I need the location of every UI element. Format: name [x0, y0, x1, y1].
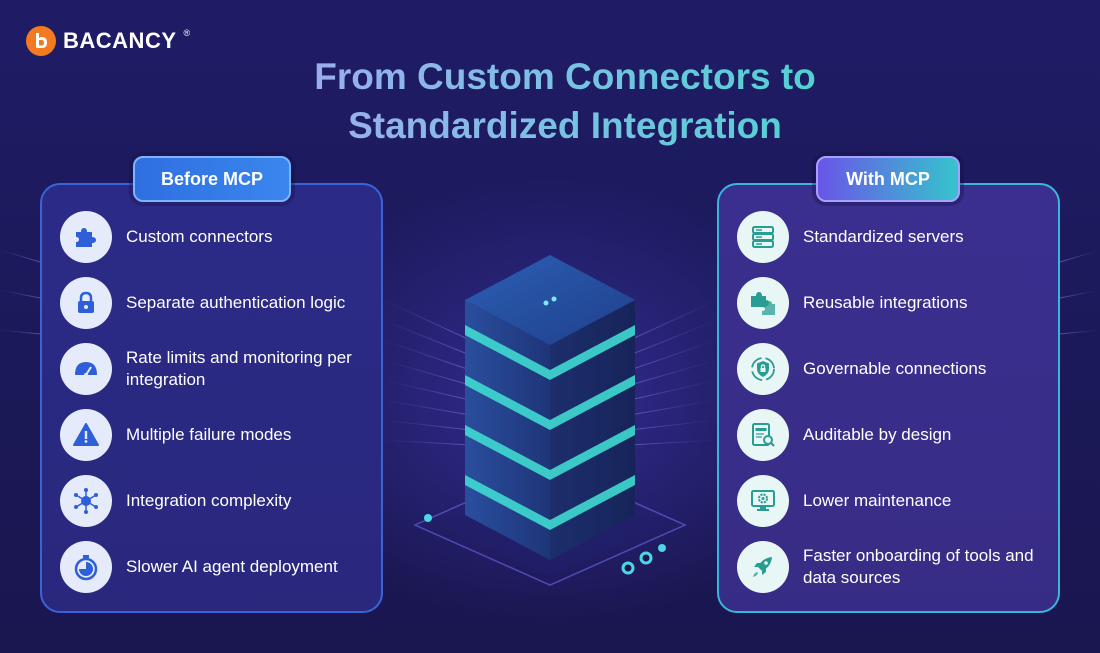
- monitor-gear-icon: [737, 475, 789, 527]
- with-mcp-badge: With MCP: [816, 156, 960, 202]
- before-mcp-panel: Custom connectors Separate authenticatio…: [40, 183, 383, 613]
- bacancy-logo: BACANCY ®: [26, 26, 190, 56]
- rocket-icon: [737, 541, 789, 593]
- page-title-line-1: From Custom Connectors to: [314, 56, 816, 97]
- server-stack-icon: [737, 211, 789, 263]
- before-item-5-label: Integration complexity: [126, 491, 292, 510]
- puzzle-icon: [60, 211, 112, 263]
- with-item-3: Governable connections: [737, 343, 1043, 395]
- before-item-4: Multiple failure modes: [60, 409, 366, 461]
- before-item-2-label: Separate authentication logic: [126, 293, 346, 312]
- gauge-icon: [60, 343, 112, 395]
- with-item-6: Faster onboarding of tools and data sour…: [737, 541, 1043, 593]
- before-item-4-label: Multiple failure modes: [126, 425, 292, 444]
- brand-registered-mark: ®: [183, 28, 191, 38]
- before-mcp-badge: Before MCP: [133, 156, 291, 202]
- shield-lock-icon: [737, 343, 789, 395]
- warning-icon: [60, 409, 112, 461]
- server-tower-illustration: [413, 255, 687, 586]
- stopwatch-icon: [60, 541, 112, 593]
- page-title: From Custom Connectors to Standardized I…: [200, 52, 930, 150]
- before-item-3: Rate limits and monitoring per integrati…: [60, 343, 366, 395]
- before-item-5: Integration complexity: [60, 475, 366, 527]
- before-item-3-label: Rate limits and monitoring per integrati…: [126, 348, 352, 389]
- audit-document-icon: [737, 409, 789, 461]
- with-item-5: Lower maintenance: [737, 475, 1043, 527]
- before-item-6-label: Slower AI agent deployment: [126, 557, 338, 576]
- before-item-1: Custom connectors: [60, 211, 366, 263]
- with-item-1-label: Standardized servers: [803, 227, 964, 246]
- lock-icon: [60, 277, 112, 329]
- with-item-5-label: Lower maintenance: [803, 491, 952, 510]
- with-item-2-label: Reusable integrations: [803, 293, 968, 312]
- before-item-1-label: Custom connectors: [126, 227, 273, 246]
- with-item-2: Reusable integrations: [737, 277, 1043, 329]
- with-item-4: Auditable by design: [737, 409, 1043, 461]
- network-hub-icon: [60, 475, 112, 527]
- page-title-line-2: Standardized Integration: [348, 105, 782, 146]
- before-item-2: Separate authentication logic: [60, 277, 366, 329]
- before-item-6: Slower AI agent deployment: [60, 541, 366, 593]
- brand-name: BACANCY: [63, 28, 177, 53]
- bacancy-logo-icon: [26, 26, 56, 56]
- with-mcp-panel: Standardized servers Reusable integratio…: [717, 183, 1060, 613]
- with-item-4-label: Auditable by design: [803, 425, 952, 444]
- with-item-1: Standardized servers: [737, 211, 1043, 263]
- with-item-3-label: Governable connections: [803, 359, 987, 378]
- with-item-6-label: Faster onboarding of tools and data sour…: [803, 546, 1034, 587]
- puzzle-pieces-icon: [737, 277, 789, 329]
